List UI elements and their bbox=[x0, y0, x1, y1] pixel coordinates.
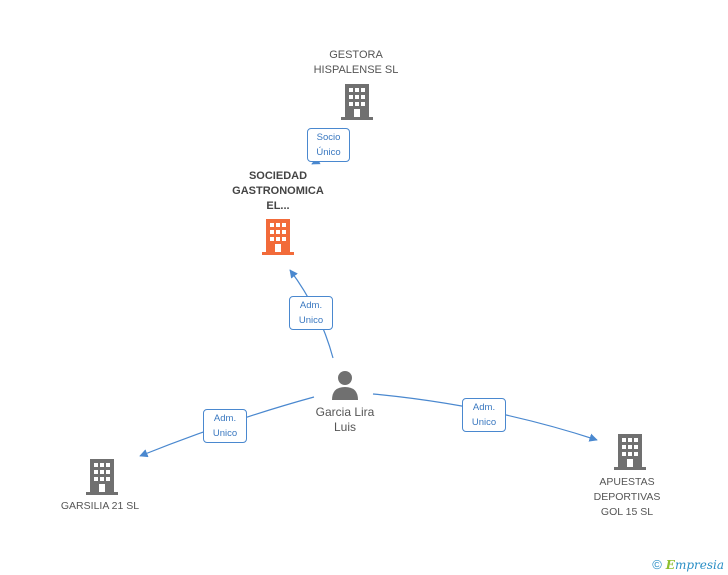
node-label-sociedad[interactable]: SOCIEDAD GASTRONOMICA EL... bbox=[232, 170, 324, 212]
building-icon-gestora[interactable] bbox=[341, 84, 373, 120]
node-label-gestora[interactable]: GESTORA HISPALENSE SL bbox=[313, 49, 399, 76]
node-label-apuestas[interactable]: APUESTAS DEPORTIVAS GOL 15 SL bbox=[593, 476, 661, 518]
edge-label-adm-garsilia[interactable]: Adm. Unico bbox=[203, 409, 247, 443]
node-label-garsilia[interactable]: GARSILIA 21 SL bbox=[60, 500, 140, 512]
brand-footer[interactable]: ©Empresia bbox=[652, 557, 724, 572]
edge-label-adm-apuestas[interactable]: Adm. Unico bbox=[462, 398, 506, 432]
building-icon-sociedad[interactable] bbox=[262, 219, 294, 255]
edge-label-adm-sociedad[interactable]: Adm. Unico bbox=[289, 296, 333, 330]
edge-label-socio-unico[interactable]: Socio Único bbox=[307, 128, 350, 162]
building-icon-garsilia[interactable] bbox=[86, 459, 118, 495]
node-label-person[interactable]: Garcia Lira Luis bbox=[315, 405, 375, 434]
building-icon-apuestas[interactable] bbox=[614, 434, 646, 470]
brand-logo: Empresia bbox=[665, 558, 724, 572]
person-icon[interactable] bbox=[331, 370, 359, 400]
copyright-icon: © bbox=[652, 557, 662, 572]
